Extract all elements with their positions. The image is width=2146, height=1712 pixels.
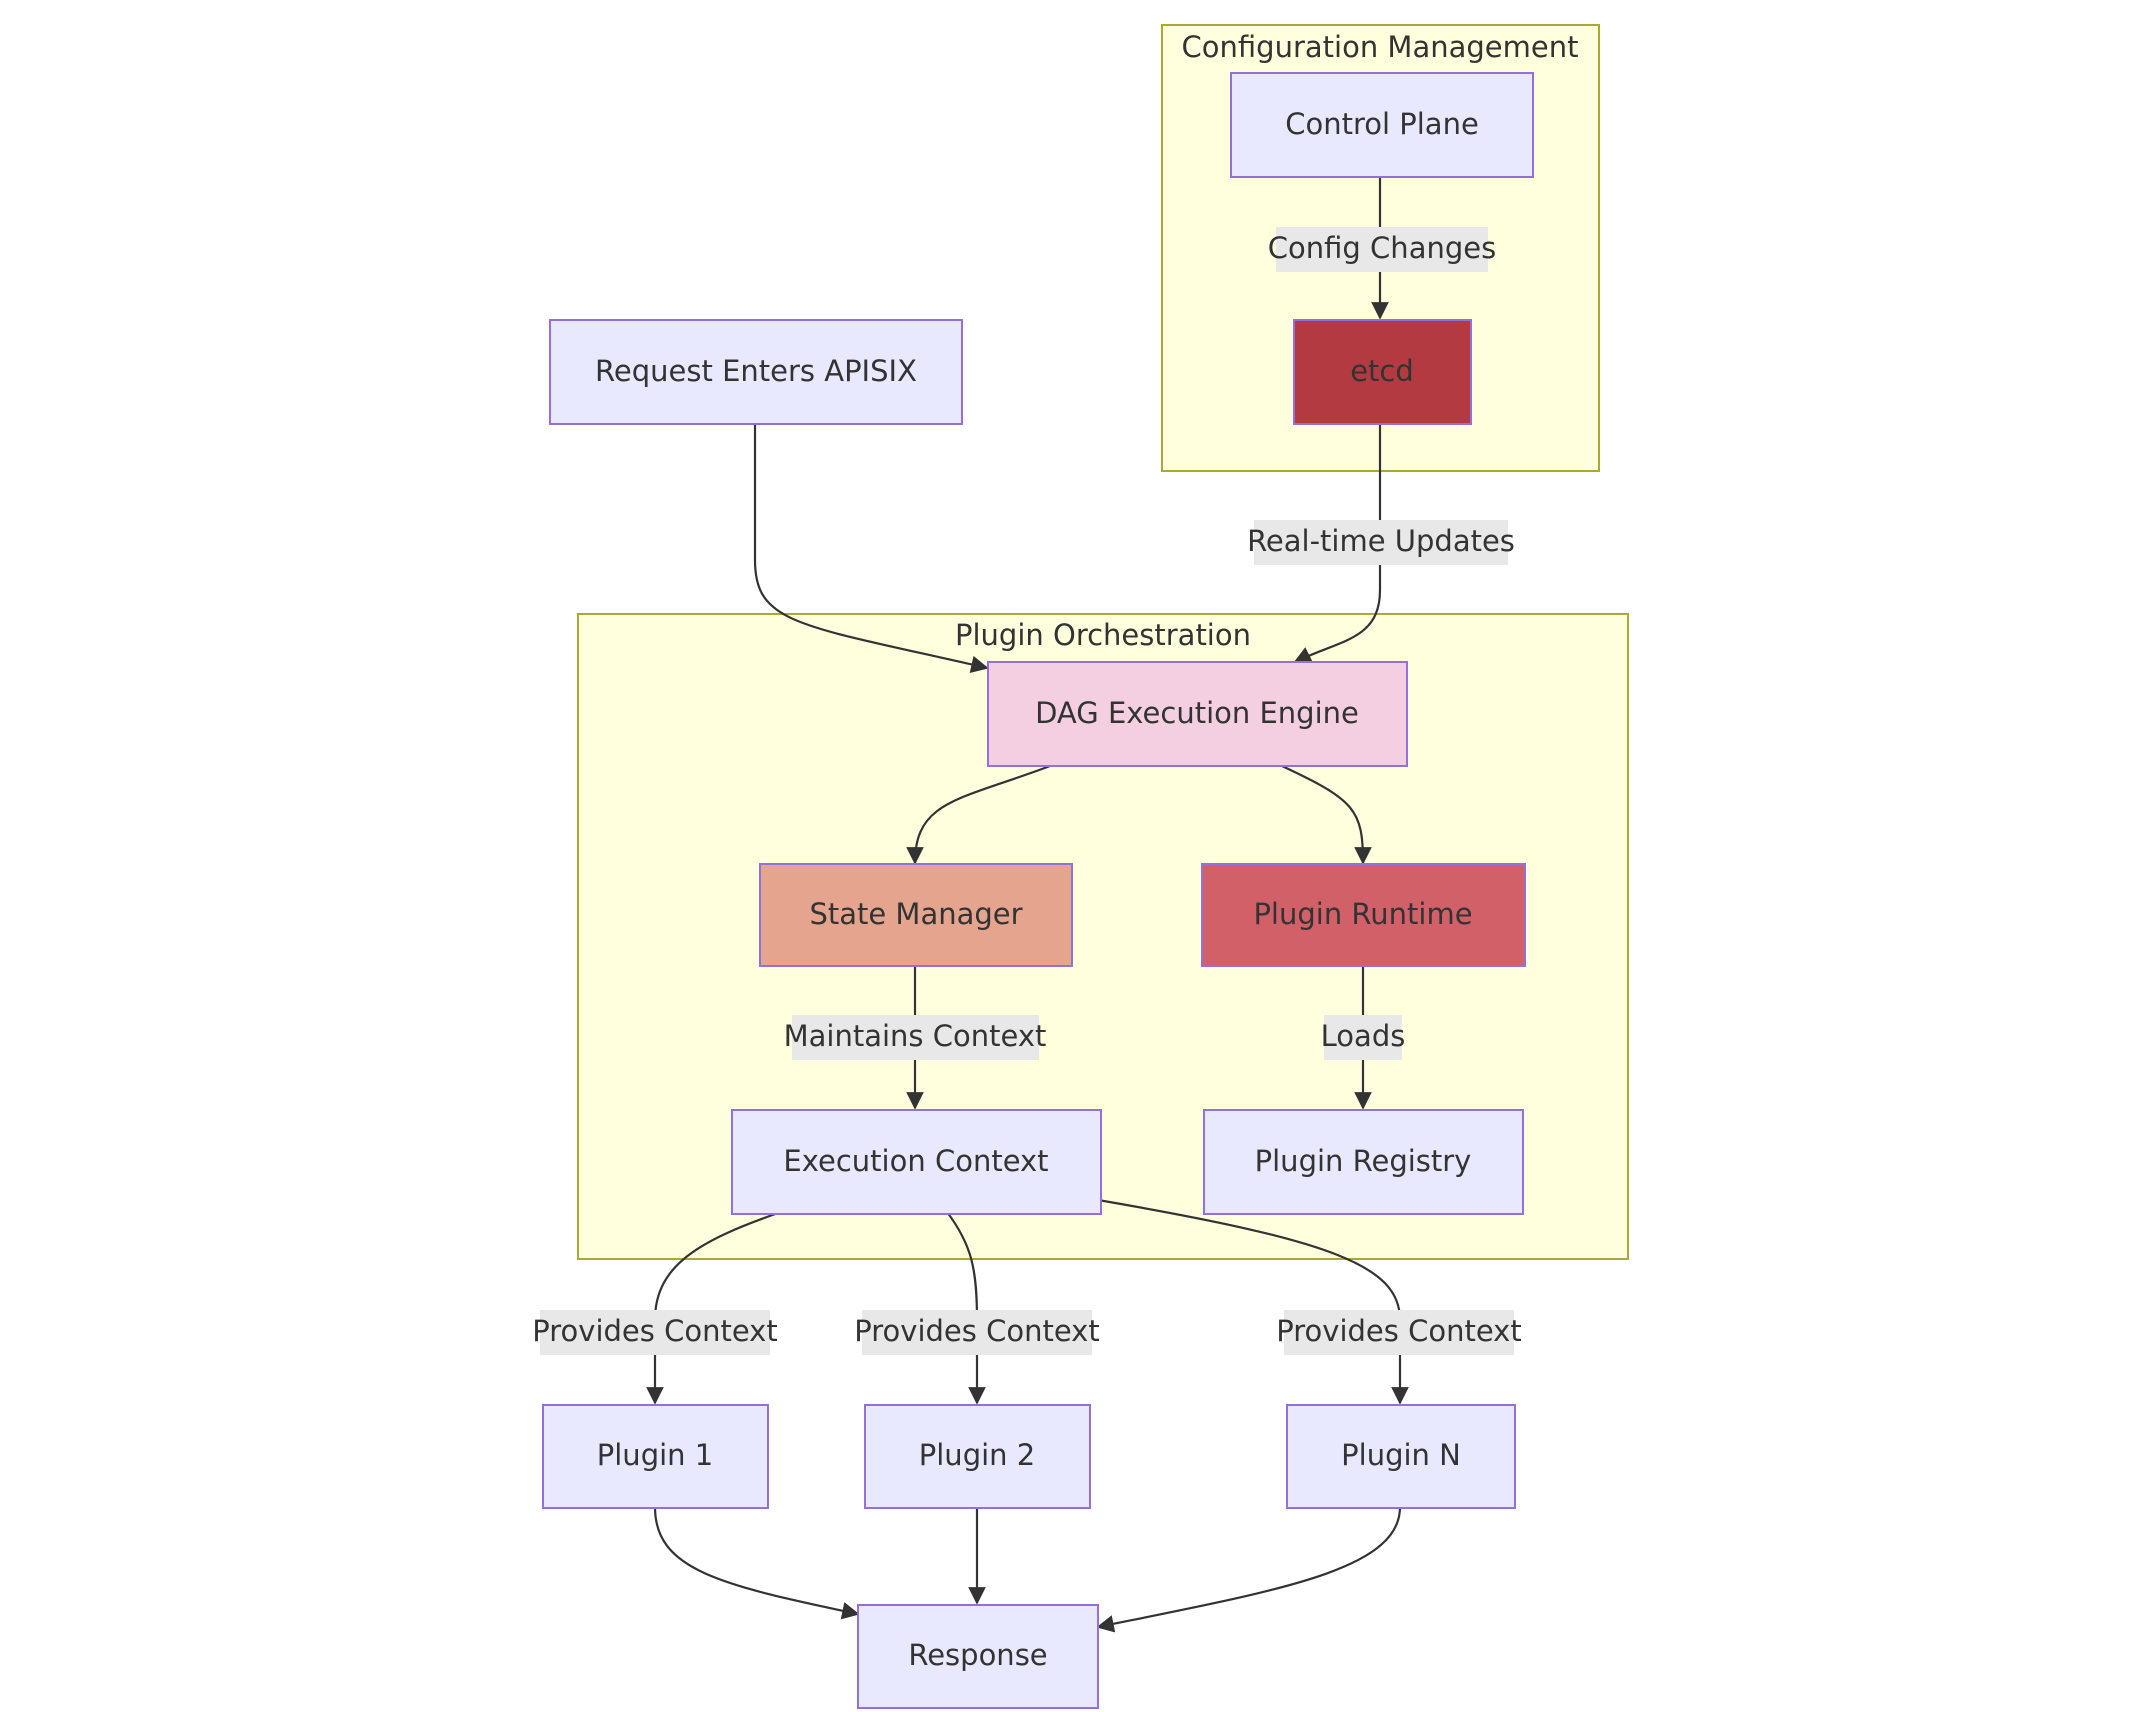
group-label-configuration-management: Configuration Management xyxy=(1182,30,1579,64)
edge-label-config-changes: Config Changes xyxy=(1268,227,1496,272)
node-plugin-n: Plugin N xyxy=(1286,1404,1516,1509)
node-plugin-registry-label: Plugin Registry xyxy=(1255,1144,1472,1178)
edge-label-provides-context-2: Provides Context xyxy=(854,1310,1100,1355)
node-execution-context-label: Execution Context xyxy=(783,1144,1048,1178)
node-etcd: etcd xyxy=(1293,319,1472,425)
node-plugin-2-label: Plugin 2 xyxy=(919,1438,1035,1472)
edge-label-realtime-updates-text: Real-time Updates xyxy=(1247,524,1515,558)
edge-etcd-to-dag xyxy=(1293,424,1382,663)
node-response-label: Response xyxy=(908,1638,1047,1672)
edge-plugin-n-to-response xyxy=(1096,1506,1402,1633)
node-request-enters-apisix: Request Enters APISIX xyxy=(549,319,963,425)
edge-plugin-1-to-response xyxy=(653,1506,860,1620)
edge-label-provides-context-1: Provides Context xyxy=(532,1310,778,1355)
edges xyxy=(646,177,1409,1633)
edge-label-provides-context-n: Provides Context xyxy=(1276,1310,1522,1355)
edge-label-maintains-context: Maintains Context xyxy=(784,1015,1047,1060)
edge-label-config-changes-text: Config Changes xyxy=(1268,231,1496,265)
edge-label-provides-context-2-text: Provides Context xyxy=(854,1314,1099,1348)
node-dag-execution-engine-label: DAG Execution Engine xyxy=(1035,696,1359,730)
node-plugin-1-label: Plugin 1 xyxy=(597,1438,713,1472)
node-response: Response xyxy=(857,1604,1099,1709)
node-plugin-n-label: Plugin N xyxy=(1341,1438,1461,1472)
node-dag-execution-engine: DAG Execution Engine xyxy=(987,661,1408,767)
node-plugin-runtime: Plugin Runtime xyxy=(1201,863,1526,967)
edge-label-maintains-context-text: Maintains Context xyxy=(784,1019,1047,1053)
node-plugin-registry: Plugin Registry xyxy=(1203,1109,1524,1215)
node-plugin-1: Plugin 1 xyxy=(542,1404,769,1509)
edge-label-provides-context-1-text: Provides Context xyxy=(532,1314,777,1348)
node-control-plane: Control Plane xyxy=(1230,72,1534,178)
node-state-manager-label: State Manager xyxy=(809,897,1022,931)
edge-dag-to-state-manager xyxy=(906,764,1051,865)
node-etcd-label: etcd xyxy=(1350,354,1414,388)
edge-execution-context-to-plugin-n xyxy=(1097,1198,1409,1405)
edge-label-loads-text: Loads xyxy=(1321,1019,1406,1053)
group-label-plugin-orchestration: Plugin Orchestration xyxy=(955,618,1251,652)
edge-request-to-dag xyxy=(753,424,989,674)
edge-label-realtime-updates: Real-time Updates xyxy=(1247,520,1515,565)
edge-label-provides-context-n-text: Provides Context xyxy=(1276,1314,1521,1348)
node-execution-context: Execution Context xyxy=(731,1109,1102,1215)
node-control-plane-label: Control Plane xyxy=(1285,107,1479,141)
edge-dag-to-plugin-runtime xyxy=(1281,765,1372,865)
edge-label-loads: Loads xyxy=(1321,1015,1406,1060)
node-request-enters-apisix-label: Request Enters APISIX xyxy=(595,354,917,388)
node-state-manager: State Manager xyxy=(759,863,1073,967)
node-plugin-runtime-label: Plugin Runtime xyxy=(1253,897,1472,931)
node-plugin-2: Plugin 2 xyxy=(864,1404,1091,1509)
